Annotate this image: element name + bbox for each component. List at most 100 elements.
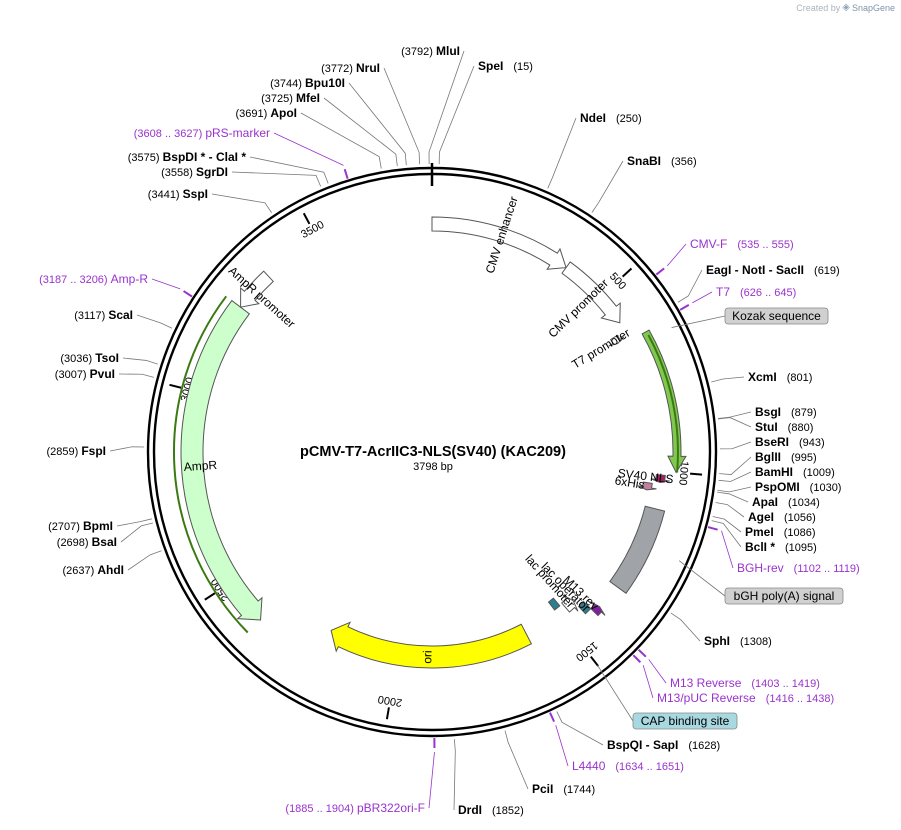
enzyme-label[interactable]: (2859) FspI [46, 444, 106, 458]
enzyme-position: (3792) [401, 46, 436, 58]
callout-leader-line [597, 665, 634, 722]
enzyme-label[interactable]: (3441) SspI [148, 187, 208, 201]
primer-leader-line [692, 291, 713, 304]
primer-label[interactable]: (3608 .. 3627) pRS-marker [134, 126, 270, 140]
enzyme-position: (1030) [810, 482, 842, 494]
enzyme-label[interactable]: PciI(1744) [532, 782, 595, 796]
enzyme-label[interactable]: (3744) Bpu10I [270, 76, 345, 90]
callout-label: bGH poly(A) signal [734, 589, 835, 603]
primer-label[interactable]: L4440(1634 .. 1651) [572, 759, 684, 773]
enzyme-label[interactable]: StuI(880) [755, 420, 813, 434]
enzyme-leader-line [591, 160, 624, 213]
enzyme-leader-line [249, 156, 329, 184]
feature-arrow [577, 600, 592, 615]
primer-range: (1102 .. 1119) [794, 563, 860, 575]
callout-leader-line [678, 560, 726, 597]
primer-label[interactable]: M13 Reverse(1403 .. 1419) [670, 676, 820, 690]
enzyme-leader-line [717, 411, 752, 419]
enzyme-label[interactable]: BglII(995) [755, 450, 817, 464]
enzyme-leader-line [717, 486, 752, 493]
enzyme-position: (3725) [261, 93, 296, 105]
enzyme-label[interactable]: AgeI(1056) [748, 510, 816, 524]
enzyme-label[interactable]: SpeI(15) [478, 59, 533, 73]
primer-label[interactable]: T7(626 .. 645) [716, 285, 796, 299]
enzyme-leader-line [109, 446, 145, 452]
enzyme-name: BspDI * [163, 150, 206, 164]
enzyme-label[interactable]: (2698) BsaI [57, 535, 117, 549]
enzyme-label[interactable]: BsgI(879) [755, 405, 817, 419]
primer-range: (3187 .. 3206) [39, 274, 111, 286]
enzyme-label[interactable]: BclI *(1095) [745, 540, 817, 554]
primer-label[interactable]: BGH-rev(1102 .. 1119) [737, 561, 860, 575]
enzyme-leader-line [712, 516, 742, 533]
enzyme-leader-line [120, 522, 153, 543]
enzyme-label[interactable]: (3558) SgrDI [161, 165, 228, 179]
enzyme-label[interactable]: EagI - NotI - SacII(619) [706, 263, 840, 277]
enzyme-label[interactable]: BspQI - SapI(1628) [607, 738, 720, 752]
enzyme-leader-line [211, 193, 272, 214]
primer-range: (1885 .. 1904) [285, 803, 357, 815]
feature-arrow [650, 473, 670, 484]
enzyme-label[interactable]: (3792) MluI [401, 44, 460, 58]
enzyme-label[interactable]: BseRI(943) [755, 435, 825, 449]
enzyme-label[interactable]: DrdI(1852) [458, 803, 524, 817]
enzyme-leader-line [547, 117, 577, 189]
enzyme-label[interactable]: PmeI(1086) [745, 525, 815, 539]
feature-arrow [609, 505, 666, 594]
enzyme-label[interactable]: NdeI(250) [580, 111, 642, 125]
enzyme-position: (801) [787, 372, 813, 384]
feature-arrow [560, 594, 579, 613]
enzyme-name: SnaBI [627, 154, 661, 168]
enzyme-label[interactable]: (3691) ApoI [235, 106, 297, 120]
feature-arrow [240, 270, 274, 308]
enzyme-label[interactable]: PspOMI(1030) [755, 480, 841, 494]
primer-leader-line [151, 278, 181, 290]
primer-label[interactable]: (3187 .. 3206) Amp-R [39, 272, 148, 286]
enzyme-label[interactable]: SphI(1308) [704, 634, 772, 648]
enzyme-position: (3117) [74, 310, 108, 322]
ruler-tick [302, 212, 311, 225]
primer-layer: (3608 .. 3627) pRS-marker (3187 .. 3206) … [39, 126, 860, 815]
ruler-tick [690, 472, 703, 476]
enzyme-label[interactable]: XcmI(801) [748, 370, 812, 384]
primer-leader-line [428, 751, 435, 809]
enzyme-leader-line [453, 739, 456, 811]
primer-label[interactable]: M13/pUC Reverse(1416 .. 1438) [657, 691, 834, 705]
ruler-tick [621, 267, 633, 278]
enzyme-position: (943) [799, 437, 825, 449]
primer-name: M13 Reverse [670, 676, 742, 690]
enzyme-label[interactable]: SnaBI(356) [627, 154, 697, 168]
enzyme-label[interactable]: (3007) PvuI [55, 367, 115, 381]
enzyme-label[interactable]: (2707) BpmI [48, 519, 113, 533]
callout-box[interactable] [632, 712, 738, 730]
enzyme-label[interactable]: ApaI(1034) [752, 495, 820, 509]
enzyme-label[interactable]: (3725) MfeI [261, 91, 320, 105]
ruler-tick [204, 592, 216, 601]
enzyme-leader-line [300, 112, 382, 169]
enzyme-name: MfeI [296, 91, 320, 105]
enzyme-leader-line [711, 520, 742, 548]
enzyme-name: TsoI [95, 351, 119, 365]
callout-label: CAP binding site [641, 714, 730, 728]
primer-site-mark [343, 168, 349, 180]
callout-box[interactable] [724, 587, 844, 605]
enzyme-name: SphI [704, 634, 730, 648]
callout-box[interactable] [724, 307, 829, 325]
enzyme-leader-line [504, 730, 529, 790]
enzyme-label[interactable]: (3117) ScaI [74, 308, 133, 322]
enzyme-position: (3007) [55, 369, 90, 381]
enzyme-label[interactable]: (3575) BspDI * - ClaI * [128, 150, 247, 164]
primer-label[interactable]: (1885 .. 1904) pBR322ori-F [285, 801, 425, 815]
primer-range: (626 .. 645) [740, 287, 796, 299]
enzyme-position: (619) [814, 265, 840, 277]
enzyme-label[interactable]: (2637) AhdI [62, 563, 124, 577]
enzyme-label[interactable]: BamHI(1009) [755, 465, 835, 479]
enzyme-label[interactable]: (3036) TsoI [60, 351, 119, 365]
enzyme-name: PvuI [90, 367, 115, 381]
enzyme-label[interactable]: (3772) NruI [321, 61, 380, 75]
enzyme-position: (1056) [784, 512, 816, 524]
created-by-text: Created by [796, 2, 841, 13]
enzyme-leader-line [719, 441, 752, 450]
primer-label[interactable]: CMV-F(535 .. 555) [690, 237, 794, 251]
enzyme-name: NdeI [580, 111, 606, 125]
